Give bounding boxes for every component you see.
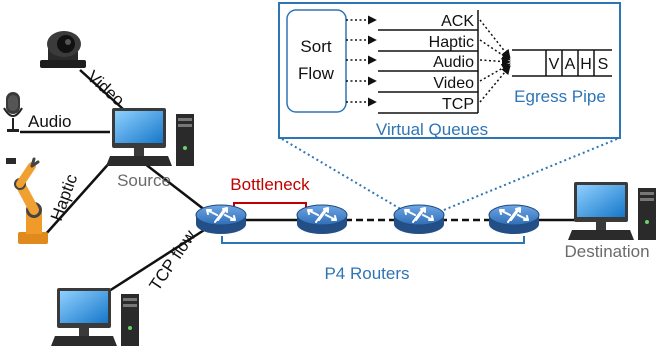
queue-haptic: Haptic: [429, 34, 474, 51]
queue-audio: Audio: [433, 54, 474, 71]
queue-ack: ACK: [441, 13, 474, 30]
virtual-queue-panel: Sort Flow ACK Haptic Audio Video TCP: [278, 2, 621, 139]
pipe-cell-video: V: [549, 56, 560, 73]
queue-video: Video: [433, 75, 474, 92]
pipe-cell-haptic: H: [580, 56, 592, 73]
egress-pipe-label: Egress Pipe: [514, 87, 606, 106]
queue-tcp: TCP: [442, 96, 474, 113]
zoom-lines: [281, 138, 618, 215]
camera-icon: [40, 31, 86, 68]
egress-arrows: [479, 19, 511, 103]
destination-computer-icon: [568, 182, 656, 240]
virtual-queues-label: Virtual Queues: [376, 120, 488, 139]
router-1-icon: [195, 204, 247, 235]
source-computer-icon: [106, 108, 194, 166]
destination-label: Destination: [564, 242, 649, 261]
queue-lines: [378, 10, 479, 114]
router-2-icon: [296, 204, 348, 235]
router-4-icon: [488, 204, 540, 235]
robot-arm-icon: [6, 157, 48, 244]
network-links: [20, 69, 580, 302]
microphone-icon: [3, 92, 23, 132]
haptic-label: Haptic: [47, 171, 82, 223]
p4-routers-bracket: [221, 236, 525, 244]
tcp-computer-icon: [51, 288, 139, 346]
router-3-icon: [393, 204, 445, 235]
p4-routers-label: P4 Routers: [324, 264, 409, 283]
tcp-flow-label: TCP flow: [146, 226, 201, 294]
sort-flow-line-1: Sort: [300, 37, 331, 56]
sort-flow-box: [286, 9, 347, 113]
sort-flow-line-2: Flow: [298, 64, 335, 83]
bottleneck-label: Bottleneck: [230, 175, 310, 194]
source-label: Source: [117, 171, 171, 190]
egress-pipe: V A H S: [512, 49, 612, 77]
audio-label: Audio: [28, 112, 71, 131]
pipe-cell-s: S: [598, 56, 609, 73]
sorter-arrows: [346, 15, 377, 107]
video-label: Video: [83, 67, 128, 110]
bottleneck-bracket: [233, 202, 307, 209]
pipe-cell-audio: A: [565, 56, 576, 73]
